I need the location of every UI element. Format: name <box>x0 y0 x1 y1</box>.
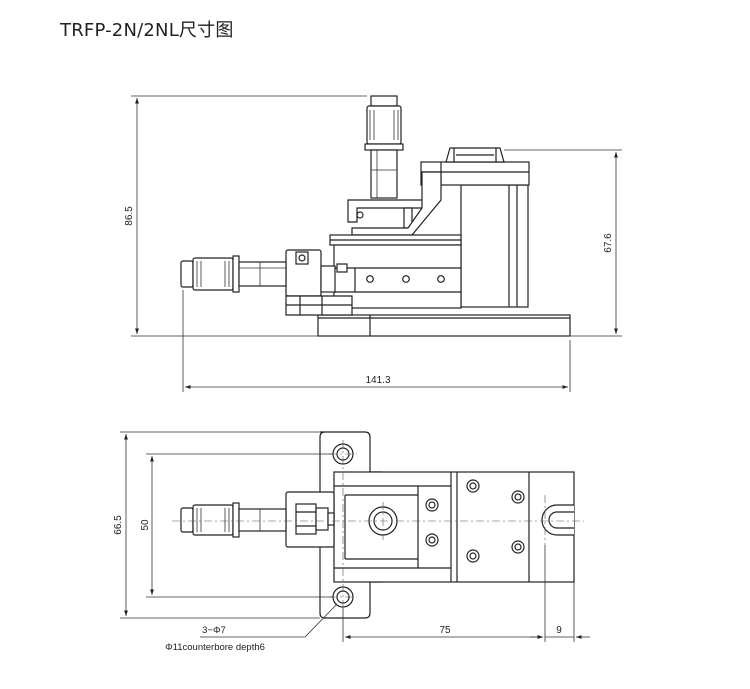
dim-75: 75 <box>439 625 451 636</box>
dim-66-5: 66.5 <box>113 515 124 535</box>
side-view: 86.5 67.6 141.3 <box>124 95 622 392</box>
stage-carriage <box>333 244 462 309</box>
plan-micrometer <box>180 502 287 538</box>
dim-86-5: 86.5 <box>124 206 135 226</box>
dim-9: 9 <box>556 625 562 636</box>
counterbore-note: Φ11counterbore depth6 <box>165 642 265 653</box>
plan-view: 66.5 50 75 9 3−Φ7 Φ11counterbore depth6 <box>113 431 590 653</box>
dim-141-3: 141.3 <box>365 375 390 386</box>
base-plate <box>317 314 571 337</box>
dim-67-6: 67.6 <box>603 233 614 253</box>
horizontal-micrometer <box>180 255 287 293</box>
hole-count-note: 3−Φ7 <box>202 625 226 636</box>
drawing-title: TRFP-2N/2NL尺寸图 <box>60 20 234 41</box>
stage-plate <box>333 471 575 583</box>
vertical-micrometer <box>364 95 404 199</box>
vertical-column <box>460 184 529 308</box>
dim-50: 50 <box>140 519 151 531</box>
